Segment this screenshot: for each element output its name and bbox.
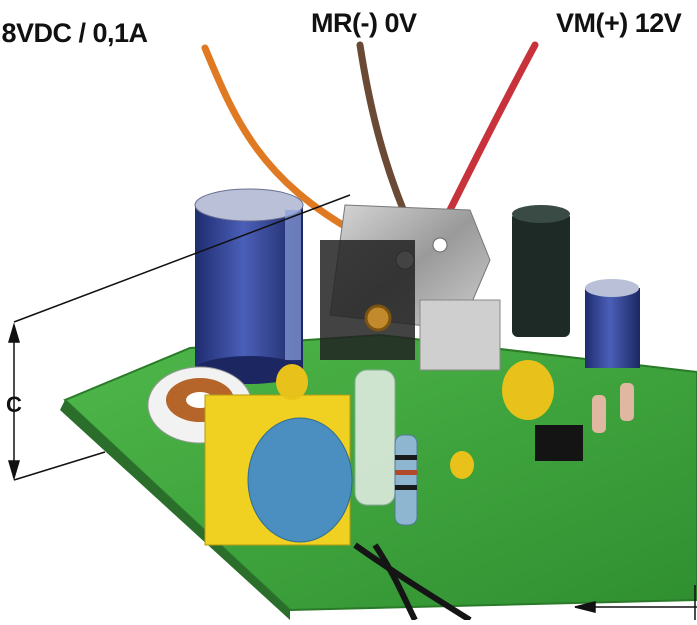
label-ground-wire: MR(-) 0V (311, 8, 417, 38)
black-wire-2 (372, 543, 418, 622)
resistor-small-2 (620, 383, 634, 421)
inductor-right (512, 205, 570, 337)
varistor-disk (247, 417, 353, 543)
resistor (394, 434, 418, 526)
red-wire (436, 41, 539, 234)
heatsink-bracket (320, 204, 501, 371)
brown-wire (356, 41, 416, 234)
resistor-small-1 (592, 395, 606, 433)
electrolytic-capacitor-small (585, 279, 640, 368)
dimension-c-marker (7, 194, 351, 481)
pcb-edge (60, 400, 290, 620)
tantalum-capacitor-tiny (450, 451, 474, 479)
label-dimension-c: C (6, 392, 22, 417)
optocoupler-ic (535, 425, 583, 461)
orange-wire (201, 44, 364, 239)
label-voltage-output: ) 8VDC / 0,1A (0, 18, 148, 48)
tantalum-capacitor-small (276, 364, 308, 400)
tantalum-capacitor (502, 360, 554, 420)
black-wire-1 (353, 542, 472, 623)
label-positive-wire: VM(+) 12V (556, 8, 682, 38)
dimension-arrow-bottom (574, 585, 697, 620)
glass-fuse (354, 369, 396, 506)
